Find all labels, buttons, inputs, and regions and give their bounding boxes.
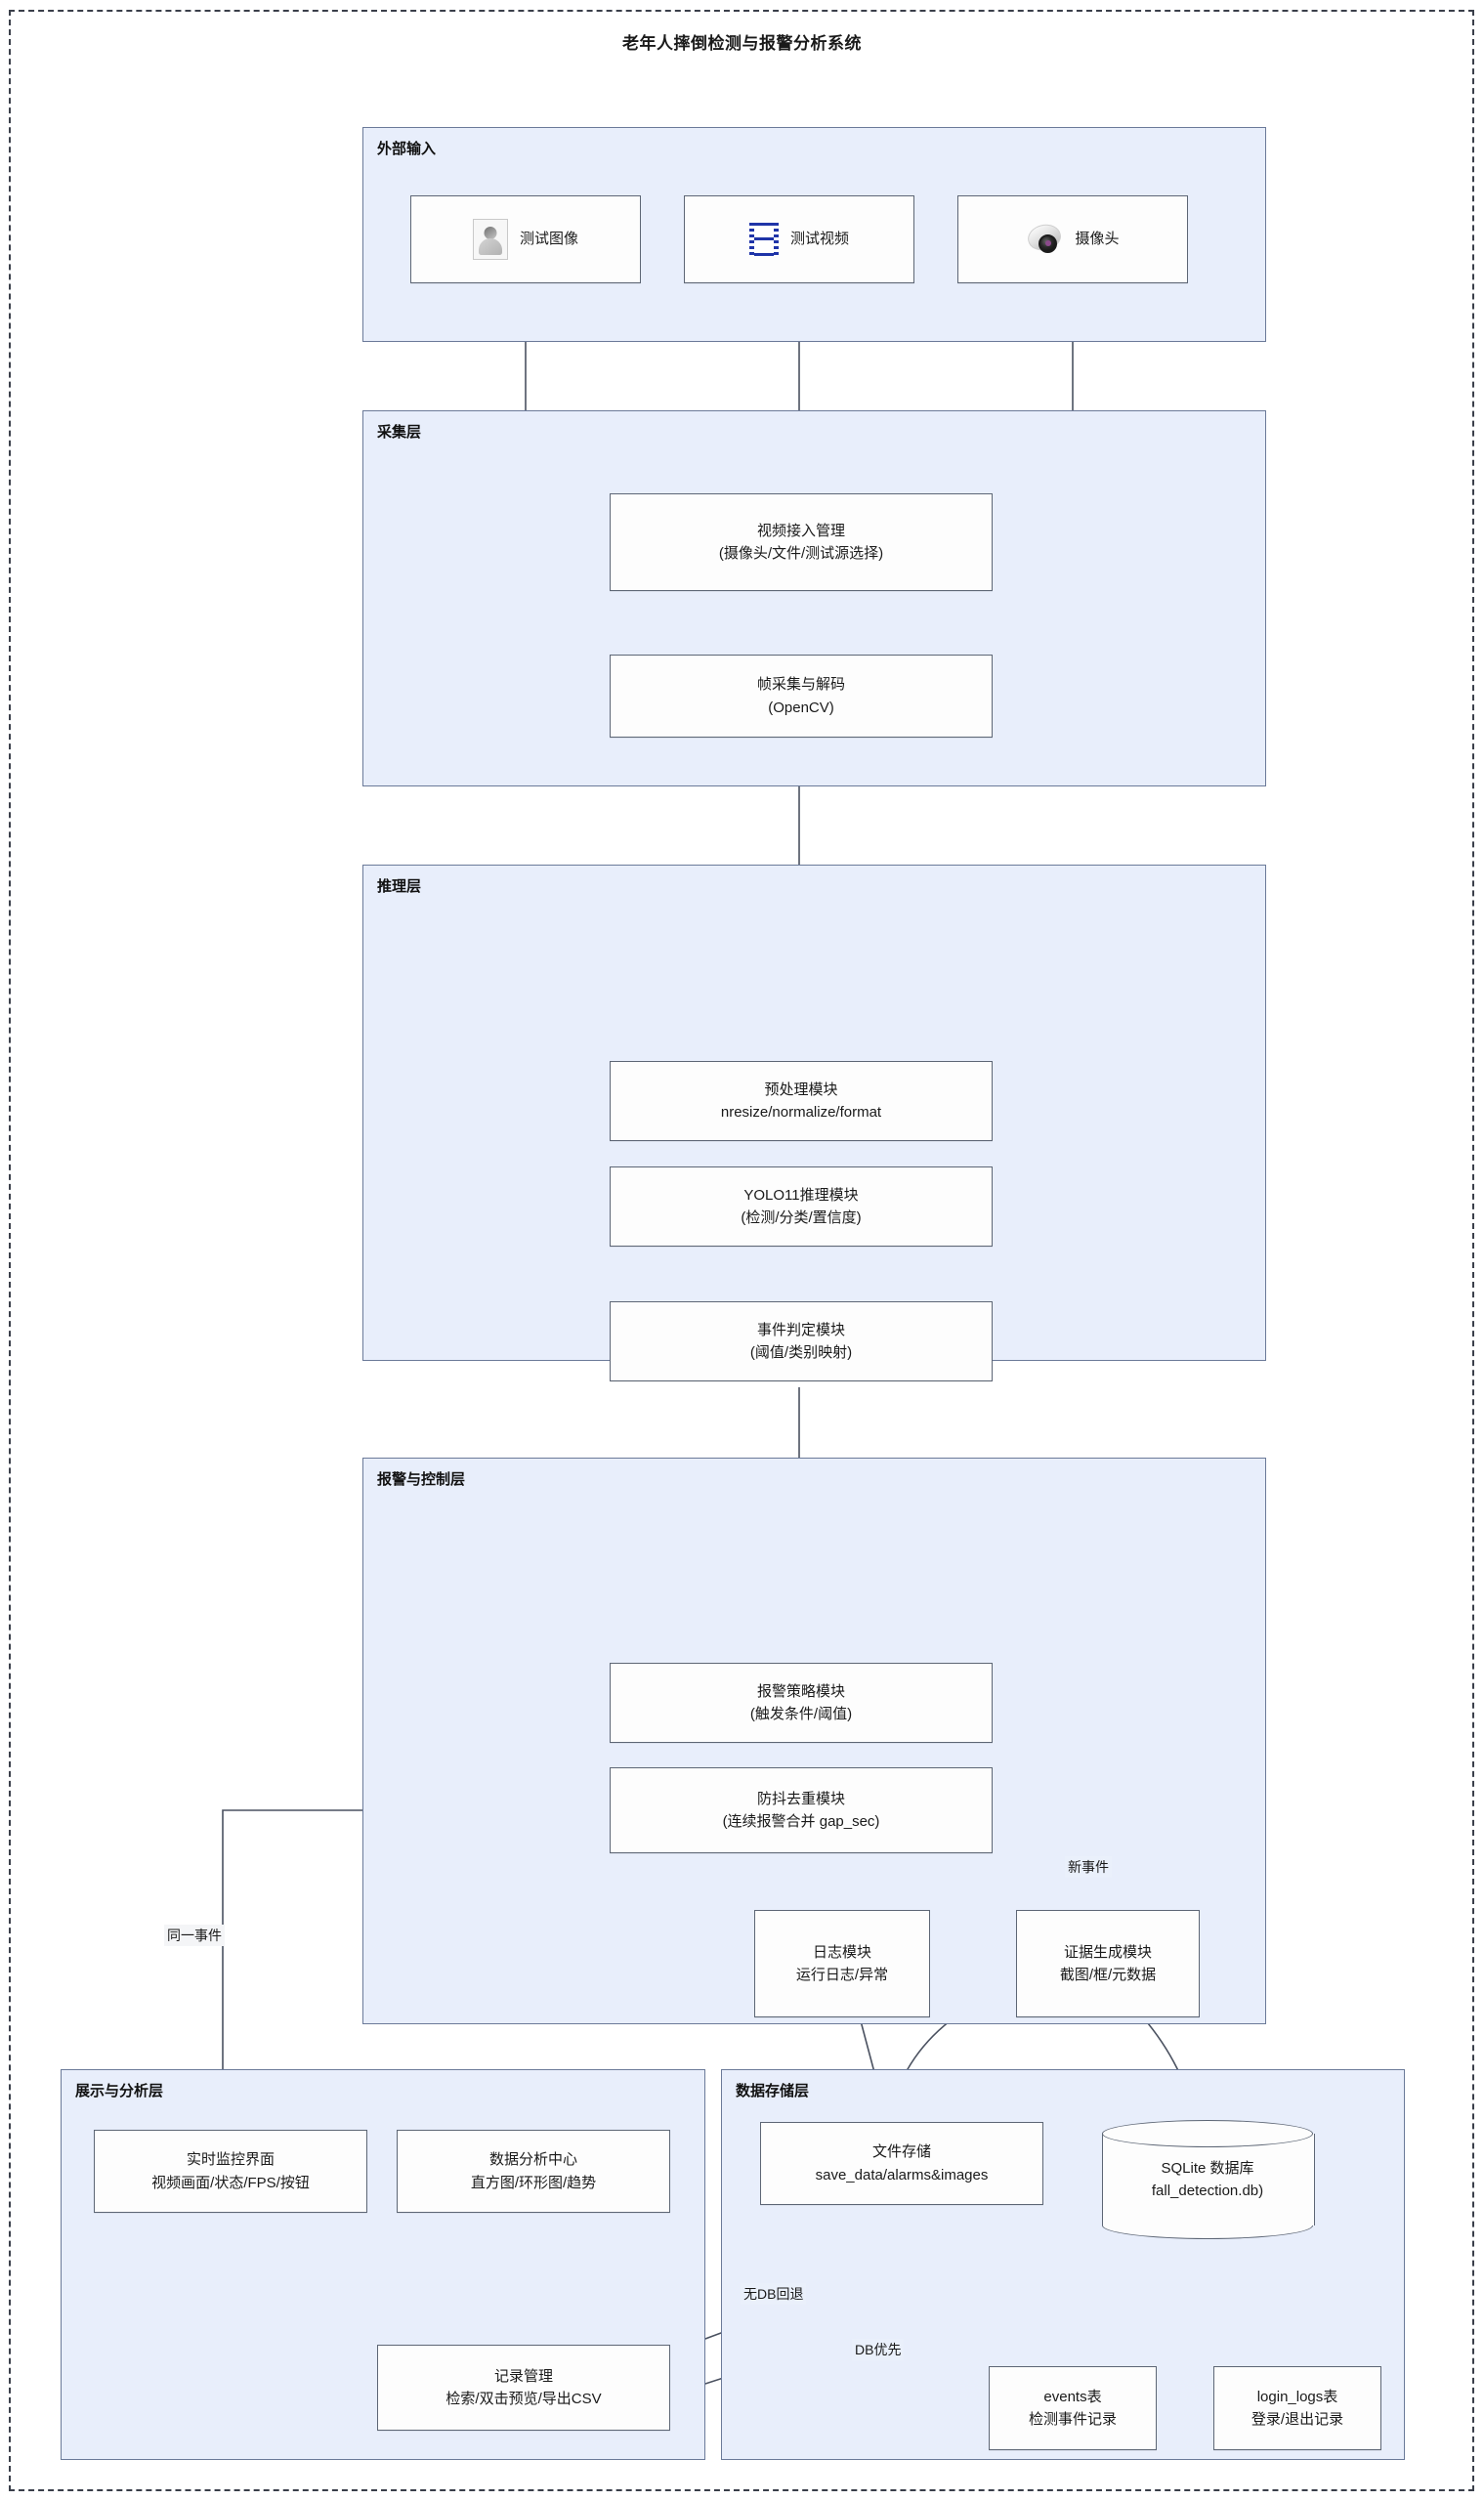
node-events-table-line2: 检测事件记录 xyxy=(1028,2411,1117,2428)
node-login-logs-table-line2: 登录/退出记录 xyxy=(1251,2411,1344,2428)
layer-title-external-input: 外部输入 xyxy=(377,141,437,157)
node-preprocess[interactable]: 预处理模块 nresize/normalize/format xyxy=(610,1061,993,1141)
layer-title-storage: 数据存储层 xyxy=(736,2083,810,2099)
node-evidence-generation-line2: 截图/框/元数据 xyxy=(1059,1967,1157,1983)
node-debounce-dedup-line2: (连续报警合并 gap_sec) xyxy=(722,1813,880,1830)
node-file-storage-line1: 文件存储 xyxy=(871,2143,931,2161)
node-sqlite-database-text: SQLite 数据库 fall_detection.db) xyxy=(1102,2120,1313,2239)
node-video-access-management-line2: (摄像头/文件/测试源选择) xyxy=(718,545,884,562)
node-data-analysis-center-line1: 数据分析中心 xyxy=(488,2151,577,2169)
node-record-management-line1: 记录管理 xyxy=(493,2367,553,2385)
edge-label-db-priority: DB优先 xyxy=(852,2339,905,2360)
dome-camera-icon xyxy=(1026,221,1064,255)
edge-label-same-event: 同一事件 xyxy=(164,1925,225,1946)
node-event-decision-line2: (阈值/类别映射) xyxy=(749,1344,853,1361)
node-video-access-management-line1: 视频接入管理 xyxy=(756,522,845,539)
node-event-decision[interactable]: 事件判定模块 (阈值/类别映射) xyxy=(610,1301,993,1381)
layer-title-inference: 推理层 xyxy=(377,878,422,895)
node-alarm-policy-line1: 报警策略模块 xyxy=(756,1682,845,1700)
node-frame-capture-decode-line2: (OpenCV) xyxy=(768,699,834,716)
node-test-image-label: 测试图像 xyxy=(519,231,578,248)
node-frame-capture-decode[interactable]: 帧采集与解码 (OpenCV) xyxy=(610,655,993,738)
image-placeholder-icon xyxy=(472,219,508,260)
node-realtime-monitor-ui[interactable]: 实时监控界面 视频画面/状态/FPS/按钮 xyxy=(94,2130,367,2213)
node-alarm-policy-line2: (触发条件/阈值) xyxy=(749,1706,853,1722)
node-test-video-label: 测试视频 xyxy=(789,231,849,248)
edge-label-new-event: 新事件 xyxy=(1065,1856,1112,1878)
node-event-decision-line1: 事件判定模块 xyxy=(756,1321,845,1338)
node-debounce-dedup-line1: 防抖去重模块 xyxy=(756,1790,845,1807)
node-record-management-line2: 检索/双击预览/导出CSV xyxy=(445,2391,602,2407)
node-camera[interactable]: 摄像头 xyxy=(957,195,1188,283)
node-record-management[interactable]: 记录管理 检索/双击预览/导出CSV xyxy=(377,2345,670,2431)
node-yolo11-inference-line1: YOLO11推理模块 xyxy=(743,1186,859,1204)
node-yolo11-inference-line2: (检测/分类/置信度) xyxy=(741,1209,862,1226)
layer-title-alarm-control: 报警与控制层 xyxy=(377,1471,466,1488)
node-preprocess-line1: 预处理模块 xyxy=(764,1081,838,1098)
node-data-analysis-center-line2: 直方图/环形图/趋势 xyxy=(470,2174,597,2191)
node-sqlite-database[interactable]: SQLite 数据库 fall_detection.db) xyxy=(1102,2120,1315,2239)
cylinder-top xyxy=(1102,2120,1313,2147)
node-video-access-management[interactable]: 视频接入管理 (摄像头/文件/测试源选择) xyxy=(610,493,993,591)
node-sqlite-database-line1: SQLite 数据库 xyxy=(1161,2159,1254,2177)
page-title: 老年人摔倒检测与报警分析系统 xyxy=(622,34,862,53)
film-strip-icon xyxy=(748,223,779,256)
node-sqlite-database-line2: fall_detection.db) xyxy=(1151,2183,1264,2199)
edge-label-no-db-fallback: 无DB回退 xyxy=(741,2283,807,2305)
node-yolo11-inference[interactable]: YOLO11推理模块 (检测/分类/置信度) xyxy=(610,1166,993,1247)
node-test-image[interactable]: 测试图像 xyxy=(410,195,641,283)
node-preprocess-line2: nresize/normalize/format xyxy=(720,1104,882,1121)
layer-title-presentation: 展示与分析层 xyxy=(75,2083,164,2099)
node-evidence-generation-line1: 证据生成模块 xyxy=(1063,1943,1152,1961)
node-realtime-monitor-ui-line1: 实时监控界面 xyxy=(186,2151,275,2169)
node-camera-label: 摄像头 xyxy=(1075,231,1120,248)
node-log-module-line2: 运行日志/异常 xyxy=(795,1967,889,1983)
node-login-logs-table[interactable]: login_logs表 登录/退出记录 xyxy=(1213,2366,1381,2450)
cylinder-body xyxy=(1102,2134,1315,2225)
node-log-module-line1: 日志模块 xyxy=(812,1943,871,1961)
node-test-video[interactable]: 测试视频 xyxy=(684,195,914,283)
node-debounce-dedup[interactable]: 防抖去重模块 (连续报警合并 gap_sec) xyxy=(610,1767,993,1853)
node-log-module[interactable]: 日志模块 运行日志/异常 xyxy=(754,1910,930,2017)
node-file-storage[interactable]: 文件存储 save_data/alarms&images xyxy=(760,2122,1043,2205)
node-evidence-generation[interactable]: 证据生成模块 截图/框/元数据 xyxy=(1016,1910,1200,2017)
node-alarm-policy[interactable]: 报警策略模块 (触发条件/阈值) xyxy=(610,1663,993,1743)
node-file-storage-line2: save_data/alarms&images xyxy=(815,2166,989,2183)
node-data-analysis-center[interactable]: 数据分析中心 直方图/环形图/趋势 xyxy=(397,2130,670,2213)
node-events-table[interactable]: events表 检测事件记录 xyxy=(989,2366,1157,2450)
node-events-table-line1: events表 xyxy=(1043,2388,1102,2405)
node-frame-capture-decode-line1: 帧采集与解码 xyxy=(756,676,845,694)
node-realtime-monitor-ui-line2: 视频画面/状态/FPS/按钮 xyxy=(151,2174,310,2191)
layer-title-capture: 采集层 xyxy=(377,424,422,441)
node-login-logs-table-line1: login_logs表 xyxy=(1256,2388,1338,2405)
